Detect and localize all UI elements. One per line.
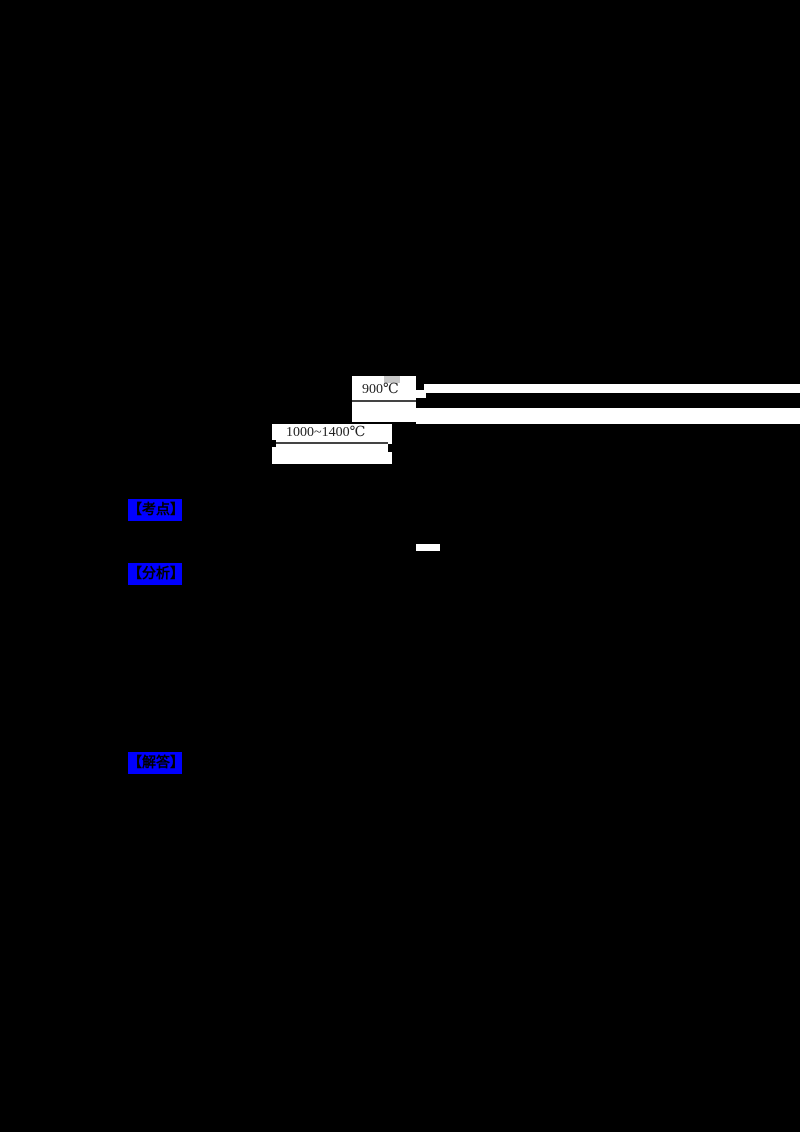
- upper-white-strip: [424, 384, 800, 393]
- condition-highlight: [384, 376, 400, 383]
- marker-fenxi: 【分析】: [128, 563, 182, 585]
- lower-condition-label: 1000~1400℃: [286, 425, 366, 440]
- marker-jieda: 【解答】: [128, 752, 182, 774]
- lower-condition-box: [272, 424, 392, 464]
- upper-white-strip-connector: [416, 390, 426, 398]
- arrow-right-end: [388, 444, 392, 452]
- marker-kaodian: 【考点】: [128, 499, 182, 521]
- upper-condition-box: [352, 376, 416, 422]
- small-white-block: [416, 544, 440, 551]
- lower-reaction-arrow: [274, 442, 388, 444]
- arrow-left-end: [272, 440, 276, 447]
- middle-white-strip: [416, 408, 800, 424]
- upper-reaction-arrow: [352, 400, 416, 402]
- upper-condition-label: 900℃: [362, 382, 399, 397]
